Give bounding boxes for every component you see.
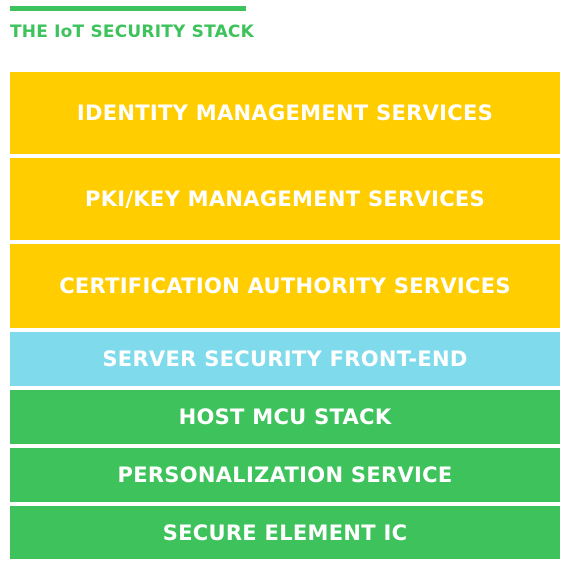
layer-identity-management: IDENTITY MANAGEMENT SERVICES [10, 72, 560, 154]
layer-label: PERSONALIZATION SERVICE [117, 463, 453, 487]
layer-label: SECURE ELEMENT IC [162, 520, 408, 545]
layer-label: IDENTITY MANAGEMENT SERVICES [76, 101, 494, 125]
title-rule [10, 6, 246, 11]
layer-personalization-service: PERSONALIZATION SERVICE [10, 448, 560, 502]
layer-pki-key-management: PKI/KEY MANAGEMENT SERVICES [10, 158, 560, 240]
layer-label: HOST MCU STACK [178, 405, 392, 429]
layer-label: SERVER SECURITY FRONT-END [102, 347, 468, 371]
layer-certification-authority: CERTIFICATION AUTHORITY SERVICES [10, 244, 560, 328]
layer-server-security-front-end: SERVER SECURITY FRONT-END [10, 332, 560, 386]
layer-label: CERTIFICATION AUTHORITY SERVICES [59, 274, 511, 298]
layer-host-mcu-stack: HOST MCU STACK [10, 390, 560, 444]
layer-label: PKI/KEY MANAGEMENT SERVICES [85, 187, 485, 211]
layer-secure-element-ic: SECURE ELEMENT IC [10, 506, 560, 559]
diagram-title: THE IoT SECURITY STACK [10, 22, 254, 42]
